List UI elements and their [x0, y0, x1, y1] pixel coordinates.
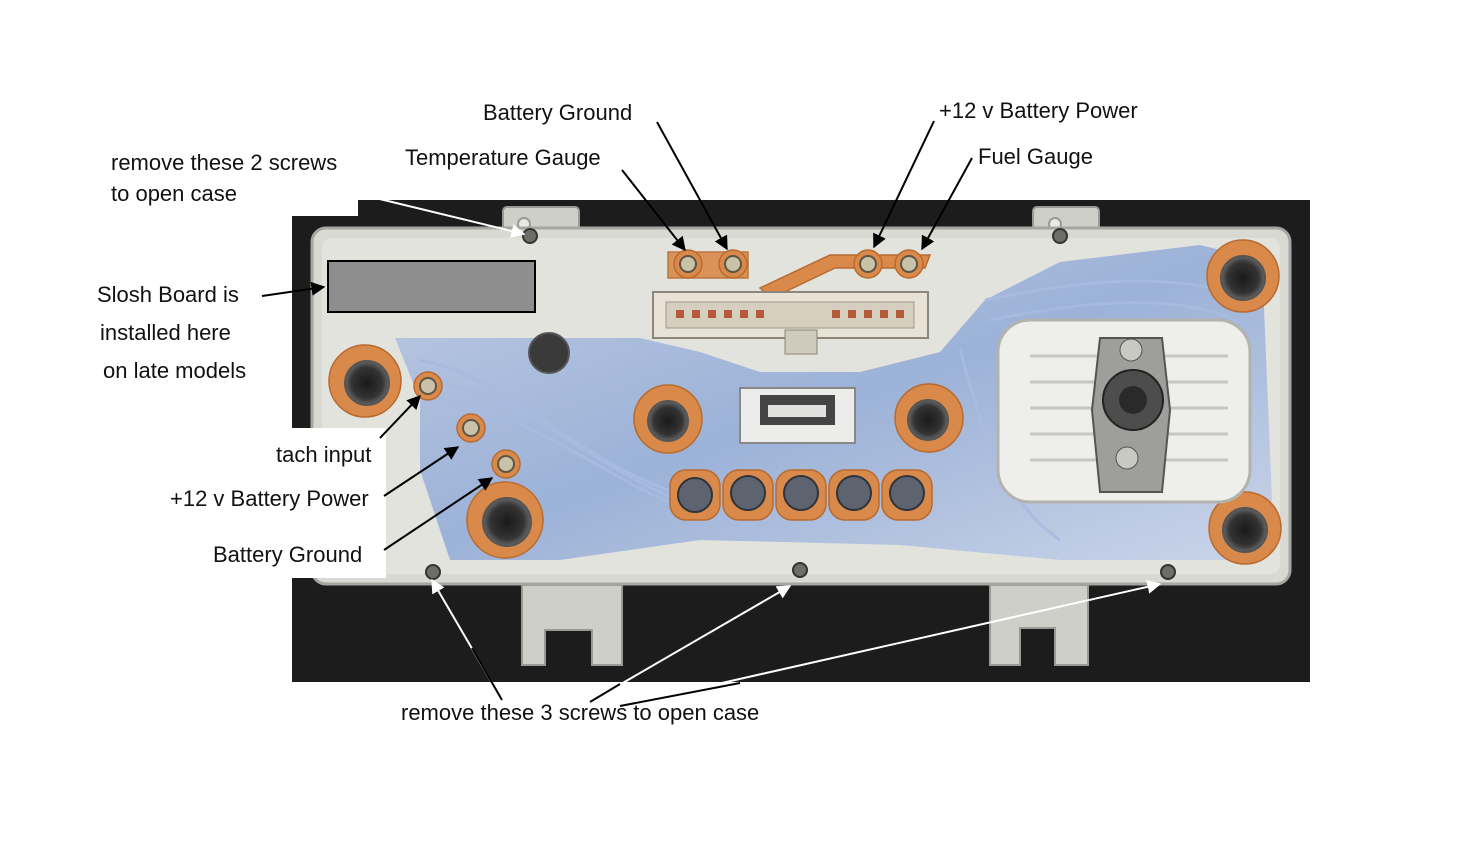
- callout-arrow-tails: [471, 647, 741, 707]
- slosh-board-location-box: [327, 260, 536, 313]
- terminal-studs: [419, 255, 918, 473]
- arrow-battery-ground-left: [383, 477, 494, 551]
- label-remove-two-screws-line2: to open case: [111, 181, 237, 206]
- speedometer-housing: [996, 318, 1252, 504]
- callout-arrows: [261, 120, 1162, 707]
- arrow-remove-two-screws: [321, 184, 526, 238]
- arrow-temperature-gauge: [621, 169, 686, 252]
- arrow-battery-ground-top: [656, 121, 728, 251]
- label-slosh-board-line3: on late models: [103, 358, 247, 383]
- arrow-remove-screw-right: [619, 579, 1162, 707]
- label-slosh-board-line1: Slosh Board is: [97, 282, 239, 307]
- label-tach-input: tach input: [276, 442, 372, 467]
- arrow-battery-power-top: [873, 120, 935, 249]
- label-battery-power-left: +12 v Battery Power: [170, 486, 369, 511]
- wiring-connector: [652, 291, 929, 355]
- label-slosh-board-line2: installed here: [100, 320, 231, 345]
- left-label-backdrop: [160, 428, 386, 578]
- label-temperature-gauge: Temperature Gauge: [405, 145, 601, 170]
- arrow-fuel-gauge: [921, 157, 973, 251]
- label-battery-power-top: +12 v Battery Power: [939, 98, 1138, 123]
- center-socket: [739, 387, 856, 444]
- arrow-battery-power-left: [383, 446, 460, 497]
- small-bulb-sockets: [669, 469, 933, 521]
- label-fuel-gauge: Fuel Gauge: [978, 144, 1093, 169]
- arrow-tach-input: [379, 394, 421, 439]
- label-remove-two-screws-line1: remove these 2 screws: [111, 150, 338, 175]
- label-remove-three-screws: remove these 3 screws to open case: [401, 700, 760, 725]
- arrow-remove-screw-center: [589, 585, 792, 703]
- label-battery-ground-left: Battery Ground: [213, 542, 363, 567]
- label-battery-ground-top: Battery Ground: [483, 100, 633, 125]
- arrow-slosh-board: [261, 281, 326, 297]
- bulb-sockets: [344, 255, 1268, 553]
